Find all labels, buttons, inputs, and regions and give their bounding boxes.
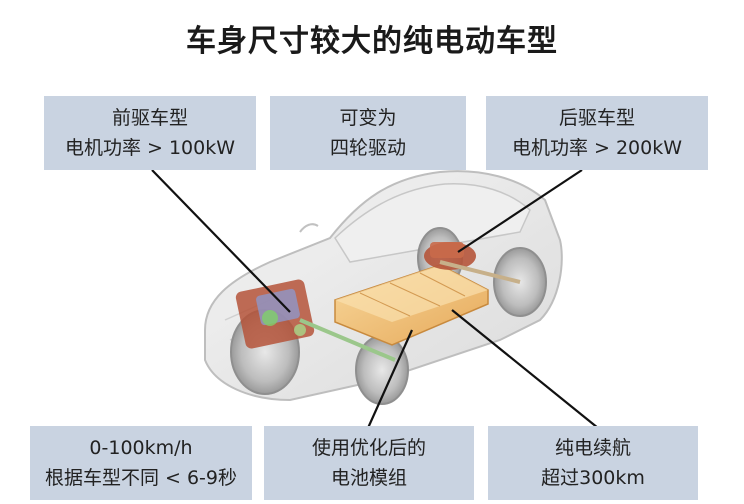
callout-front-drive-line1: 前驱车型 (111, 107, 188, 129)
callout-range-line1: 纯电续航 (554, 437, 631, 459)
callout-awd: 可变为 四轮驱动 (270, 96, 466, 170)
diagram-title: 车身尺寸较大的纯电动车型 (186, 24, 558, 59)
callout-range-line2: 超过300km (541, 467, 645, 489)
callout-acceleration: 0-100km/h 根据车型不同 < 6-9秒 (30, 426, 252, 500)
callout-range: 纯电续航 超过300km (488, 426, 698, 500)
leader-front-drive (151, 169, 291, 313)
callout-acceleration-line2: 根据车型不同 < 6-9秒 (44, 467, 238, 489)
leader-range (451, 309, 599, 429)
leader-acceleration (366, 329, 414, 429)
callout-battery: 使用优化后的 电池模组 (264, 426, 474, 500)
callout-battery-line2: 电池模组 (330, 467, 407, 489)
callout-front-drive-line2: 电机功率 > 100kW (64, 137, 236, 159)
callout-awd-line2: 四轮驱动 (329, 137, 406, 159)
callout-battery-line1: 使用优化后的 (311, 437, 426, 459)
callout-rear-drive: 后驱车型 电机功率 > 200kW (486, 96, 708, 170)
callout-front-drive: 前驱车型 电机功率 > 100kW (44, 96, 256, 170)
callout-rear-drive-line2: 电机功率 > 200kW (511, 137, 683, 159)
callout-rear-drive-line1: 后驱车型 (558, 107, 635, 129)
leader-rear-drive (457, 169, 583, 253)
front-motor-shape (235, 279, 315, 349)
callout-awd-line1: 可变为 (339, 107, 397, 129)
callout-acceleration-line1: 0-100km/h (89, 437, 193, 459)
